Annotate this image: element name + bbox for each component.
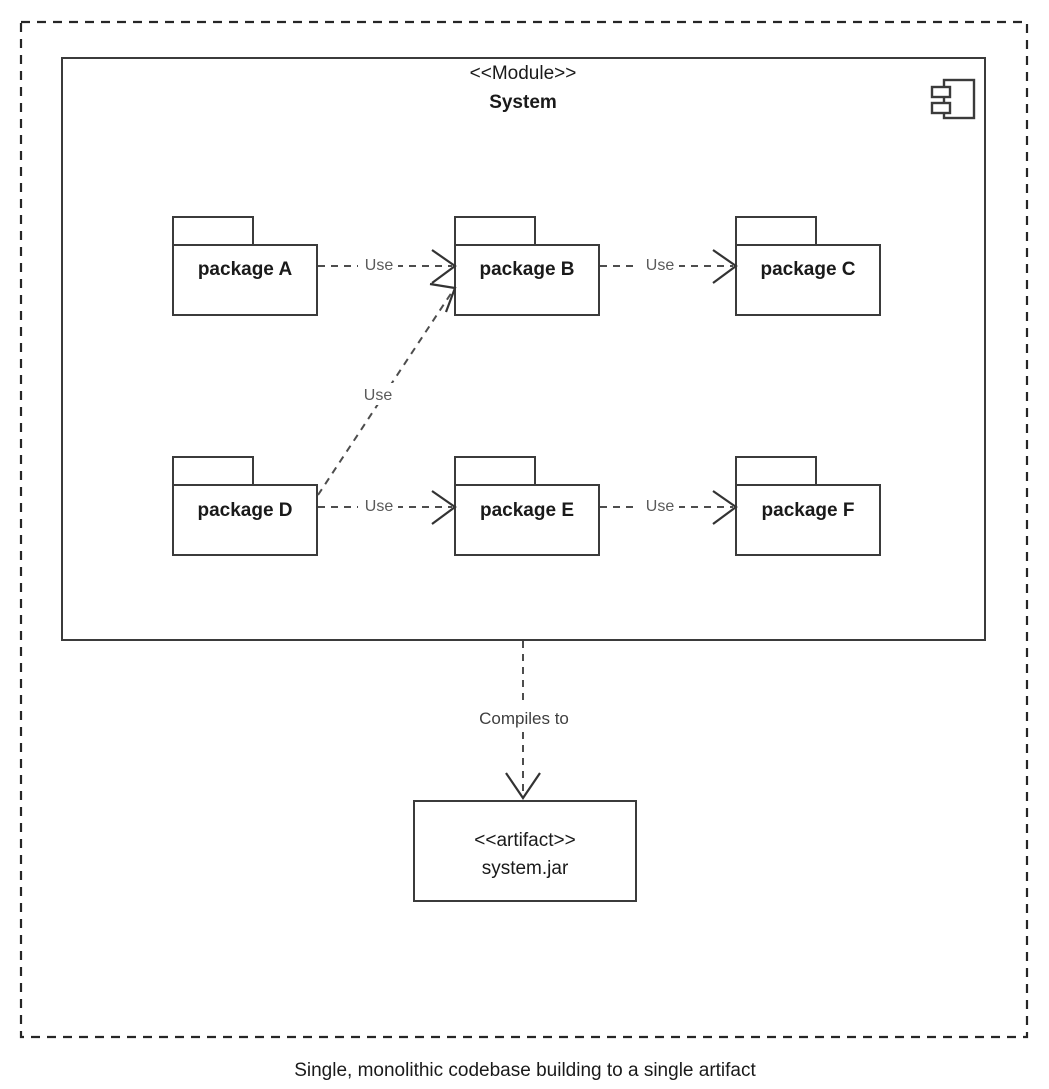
dependency-d-to-e-label: Use [365, 498, 394, 515]
module-name-label: System [489, 92, 557, 113]
module-stereotype-label: <<Module>> [470, 63, 577, 84]
package-d-label: package D [197, 500, 292, 521]
package-node-d[interactable]: package D [172, 456, 318, 556]
package-node-e[interactable]: package E [454, 456, 600, 556]
dependency-a-to-b[interactable]: Use [318, 249, 457, 284]
dependency-b-to-c[interactable]: Use [600, 249, 738, 284]
component-icon [930, 78, 976, 120]
artifact-name-label: system.jar [482, 858, 569, 879]
package-node-f[interactable]: package F [735, 456, 881, 556]
compiles-to-label: Compiles to [479, 709, 569, 728]
package-c-label: package C [760, 259, 855, 280]
dependency-a-to-b-label: Use [365, 257, 394, 274]
dependency-b-to-c-label: Use [646, 257, 675, 274]
dependency-d-to-b[interactable]: Use [317, 282, 457, 496]
dependency-d-to-b-label: Use [364, 387, 393, 404]
package-b-label: package B [479, 259, 574, 280]
dependency-e-to-f[interactable]: Use [600, 490, 738, 525]
diagram-caption: Single, monolithic codebase building to … [294, 1060, 756, 1081]
artifact-stereotype-label: <<artifact>> [474, 830, 575, 851]
compiles-to-connector[interactable]: Compiles to [459, 641, 589, 800]
dependency-d-to-e[interactable]: Use [318, 490, 457, 525]
package-node-c[interactable]: package C [735, 216, 881, 316]
package-node-a[interactable]: package A [172, 216, 318, 316]
outer-dashed-boundary [19, 20, 1029, 1039]
package-node-b[interactable]: package B [454, 216, 600, 316]
package-f-label: package F [762, 500, 855, 521]
package-e-label: package E [480, 500, 574, 521]
artifact-node-system-jar[interactable]: <<artifact>> system.jar [413, 800, 637, 902]
package-a-label: package A [198, 259, 293, 280]
dependency-e-to-f-label: Use [646, 498, 675, 515]
